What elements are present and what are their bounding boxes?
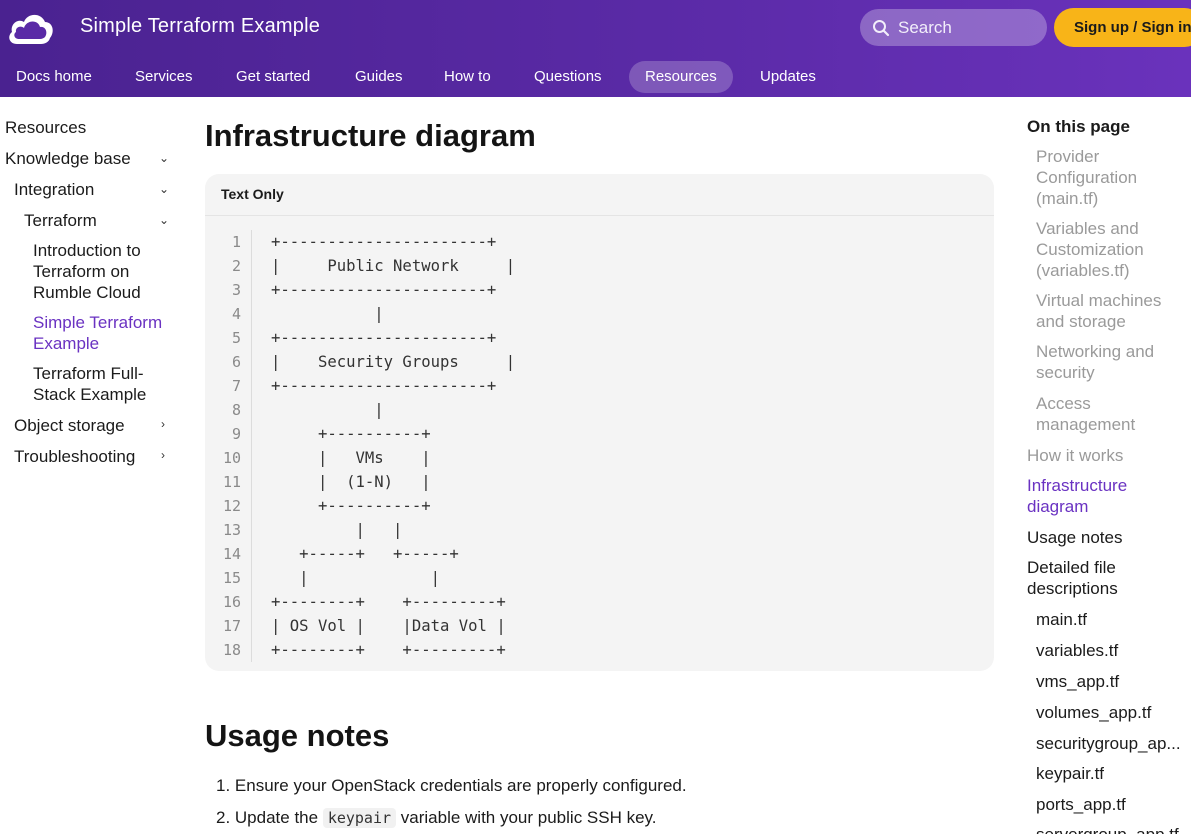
usage-heading: Usage notes — [205, 718, 390, 753]
usage-list: 1. Ensure your OpenStack credentials are… — [216, 773, 687, 834]
sidebar-item-terraform[interactable]: Terraform — [24, 211, 97, 230]
chevron-right-icon[interactable]: › — [161, 417, 165, 431]
line-number: 17 — [222, 617, 241, 635]
code-line: | VMs | — [271, 449, 431, 467]
code-line: | Security Groups | — [271, 353, 516, 371]
toc-item-variables[interactable]: Variables and Customization (variables.t… — [1036, 219, 1144, 280]
code-line: +----------------------+ — [271, 281, 497, 299]
toc-item-virtual-machines[interactable]: Virtual machines and storage — [1036, 291, 1162, 331]
toc-item-access-management[interactable]: Access management — [1036, 394, 1136, 434]
line-number: 2 — [231, 257, 241, 275]
code-line: | — [271, 401, 384, 419]
line-number: 13 — [222, 521, 241, 539]
page-heading: Infrastructure diagram — [205, 118, 536, 153]
search-icon — [873, 19, 890, 36]
line-number: 7 — [231, 377, 241, 395]
toc-item-vms-app-tf[interactable]: vms_app.tf — [1036, 672, 1120, 691]
cloud-logo-icon[interactable] — [5, 8, 55, 48]
code-line: | | — [271, 521, 403, 539]
code-line: +----------------------+ — [271, 377, 497, 395]
nav-resources[interactable]: Resources — [629, 61, 733, 93]
list-item-text: 2. Update the — [216, 808, 319, 827]
list-item-text: variable with your public SSH key. — [400, 808, 657, 827]
line-number: 9 — [231, 425, 241, 443]
sidebar-item-simple-terraform[interactable]: Simple Terraform Example — [33, 313, 163, 353]
sidebar-item-full-stack[interactable]: Terraform Full-Stack Example — [33, 364, 147, 404]
code-line: | Public Network | — [271, 257, 516, 275]
search-placeholder: Search — [898, 17, 952, 37]
sidebar-item-object-storage[interactable]: Object storage — [14, 416, 125, 435]
toc-item-variables-tf[interactable]: variables.tf — [1036, 641, 1119, 660]
chevron-right-icon[interactable]: › — [161, 448, 165, 462]
toc-item-securitygroup-app-tf[interactable]: securitygroup_ap... — [1036, 734, 1181, 753]
sidebar-item-troubleshooting[interactable]: Troubleshooting — [14, 447, 136, 466]
line-number: 1 — [231, 233, 241, 251]
toc-item-keypair-tf[interactable]: keypair.tf — [1036, 764, 1105, 783]
code-line: | — [271, 305, 384, 323]
toc-item-infrastructure-diagram[interactable]: Infrastructure diagram — [1027, 476, 1128, 516]
toc-item-how-it-works[interactable]: How it works — [1027, 446, 1124, 465]
toc-item-ports-app-tf[interactable]: ports_app.tf — [1036, 795, 1126, 814]
sidebar-item-intro-terraform[interactable]: Introduction to Terraform on Rumble Clou… — [33, 241, 141, 302]
code-line: | OS Vol | |Data Vol | — [271, 617, 506, 635]
toc-item-main-tf[interactable]: main.tf — [1036, 610, 1088, 629]
line-number: 6 — [231, 353, 241, 371]
line-number: 10 — [222, 449, 241, 467]
code-line: +--------+ +---------+ — [271, 593, 506, 611]
toc-item-volumes-app-tf[interactable]: volumes_app.tf — [1036, 703, 1152, 722]
code-language-label: Text Only — [205, 174, 994, 216]
line-number: 15 — [222, 569, 241, 587]
nav-docs-home[interactable]: Docs home — [16, 68, 92, 85]
sidebar-item-resources[interactable]: Resources — [5, 118, 87, 137]
chevron-down-icon[interactable]: ⌄ — [159, 151, 170, 165]
code-line: +--------+ +---------+ — [271, 641, 506, 659]
line-number: 11 — [222, 473, 241, 491]
site-title[interactable]: Simple Terraform Example — [80, 15, 321, 37]
code-line: +----------+ — [271, 497, 431, 515]
sidebar-item-knowledge-base[interactable]: Knowledge base — [5, 149, 131, 168]
line-number: 5 — [231, 329, 241, 347]
nav-get-started[interactable]: Get started — [236, 68, 311, 85]
line-number: 8 — [231, 401, 241, 419]
toc-item-detailed-files[interactable]: Detailed file descriptions — [1027, 558, 1118, 598]
toc-title: On this page — [1027, 117, 1130, 136]
nav-updates[interactable]: Updates — [760, 68, 816, 85]
code-line: +----------------------+ — [271, 329, 497, 347]
nav-services[interactable]: Services — [135, 68, 193, 85]
chevron-down-icon[interactable]: ⌄ — [159, 182, 170, 196]
signin-button[interactable]: Sign up / Sign in — [1054, 8, 1191, 47]
toc-item-usage-notes[interactable]: Usage notes — [1027, 528, 1123, 547]
line-number: 18 — [222, 641, 241, 659]
nav-questions[interactable]: Questions — [534, 68, 602, 85]
line-number: 16 — [222, 593, 241, 611]
code-line: | (1-N) | — [271, 473, 431, 491]
code-line: +----------+ — [271, 425, 431, 443]
toc-item-networking[interactable]: Networking and security — [1036, 342, 1155, 382]
line-number: 14 — [222, 545, 241, 563]
nav-guides[interactable]: Guides — [355, 68, 403, 85]
line-number: 12 — [222, 497, 241, 515]
line-number: 4 — [231, 305, 241, 323]
nav-how-to[interactable]: How to — [444, 68, 491, 85]
chevron-down-icon[interactable]: ⌄ — [159, 213, 170, 227]
code-line: | | — [271, 569, 440, 587]
code-line: +-----+ +-----+ — [271, 545, 459, 563]
code-line: +----------------------+ — [271, 233, 497, 251]
search-input[interactable]: Search — [860, 9, 1047, 46]
code-text[interactable]: +----------------------+ | Public Network… — [271, 230, 515, 662]
line-number: 3 — [231, 281, 241, 299]
list-item: 2. Update the keypair variable with your… — [216, 805, 687, 834]
site-header: Simple Terraform Example Search Sign up … — [0, 0, 1191, 97]
sidebar-item-integration[interactable]: Integration — [14, 180, 95, 199]
toc-item-servergroup-app-tf[interactable]: servergroup_app.tf — [1036, 824, 1179, 834]
toc-item-provider-config[interactable]: Provider Configuration (main.tf) — [1036, 147, 1138, 208]
list-item: 1. Ensure your OpenStack credentials are… — [216, 776, 687, 795]
inline-code: keypair — [322, 808, 397, 828]
